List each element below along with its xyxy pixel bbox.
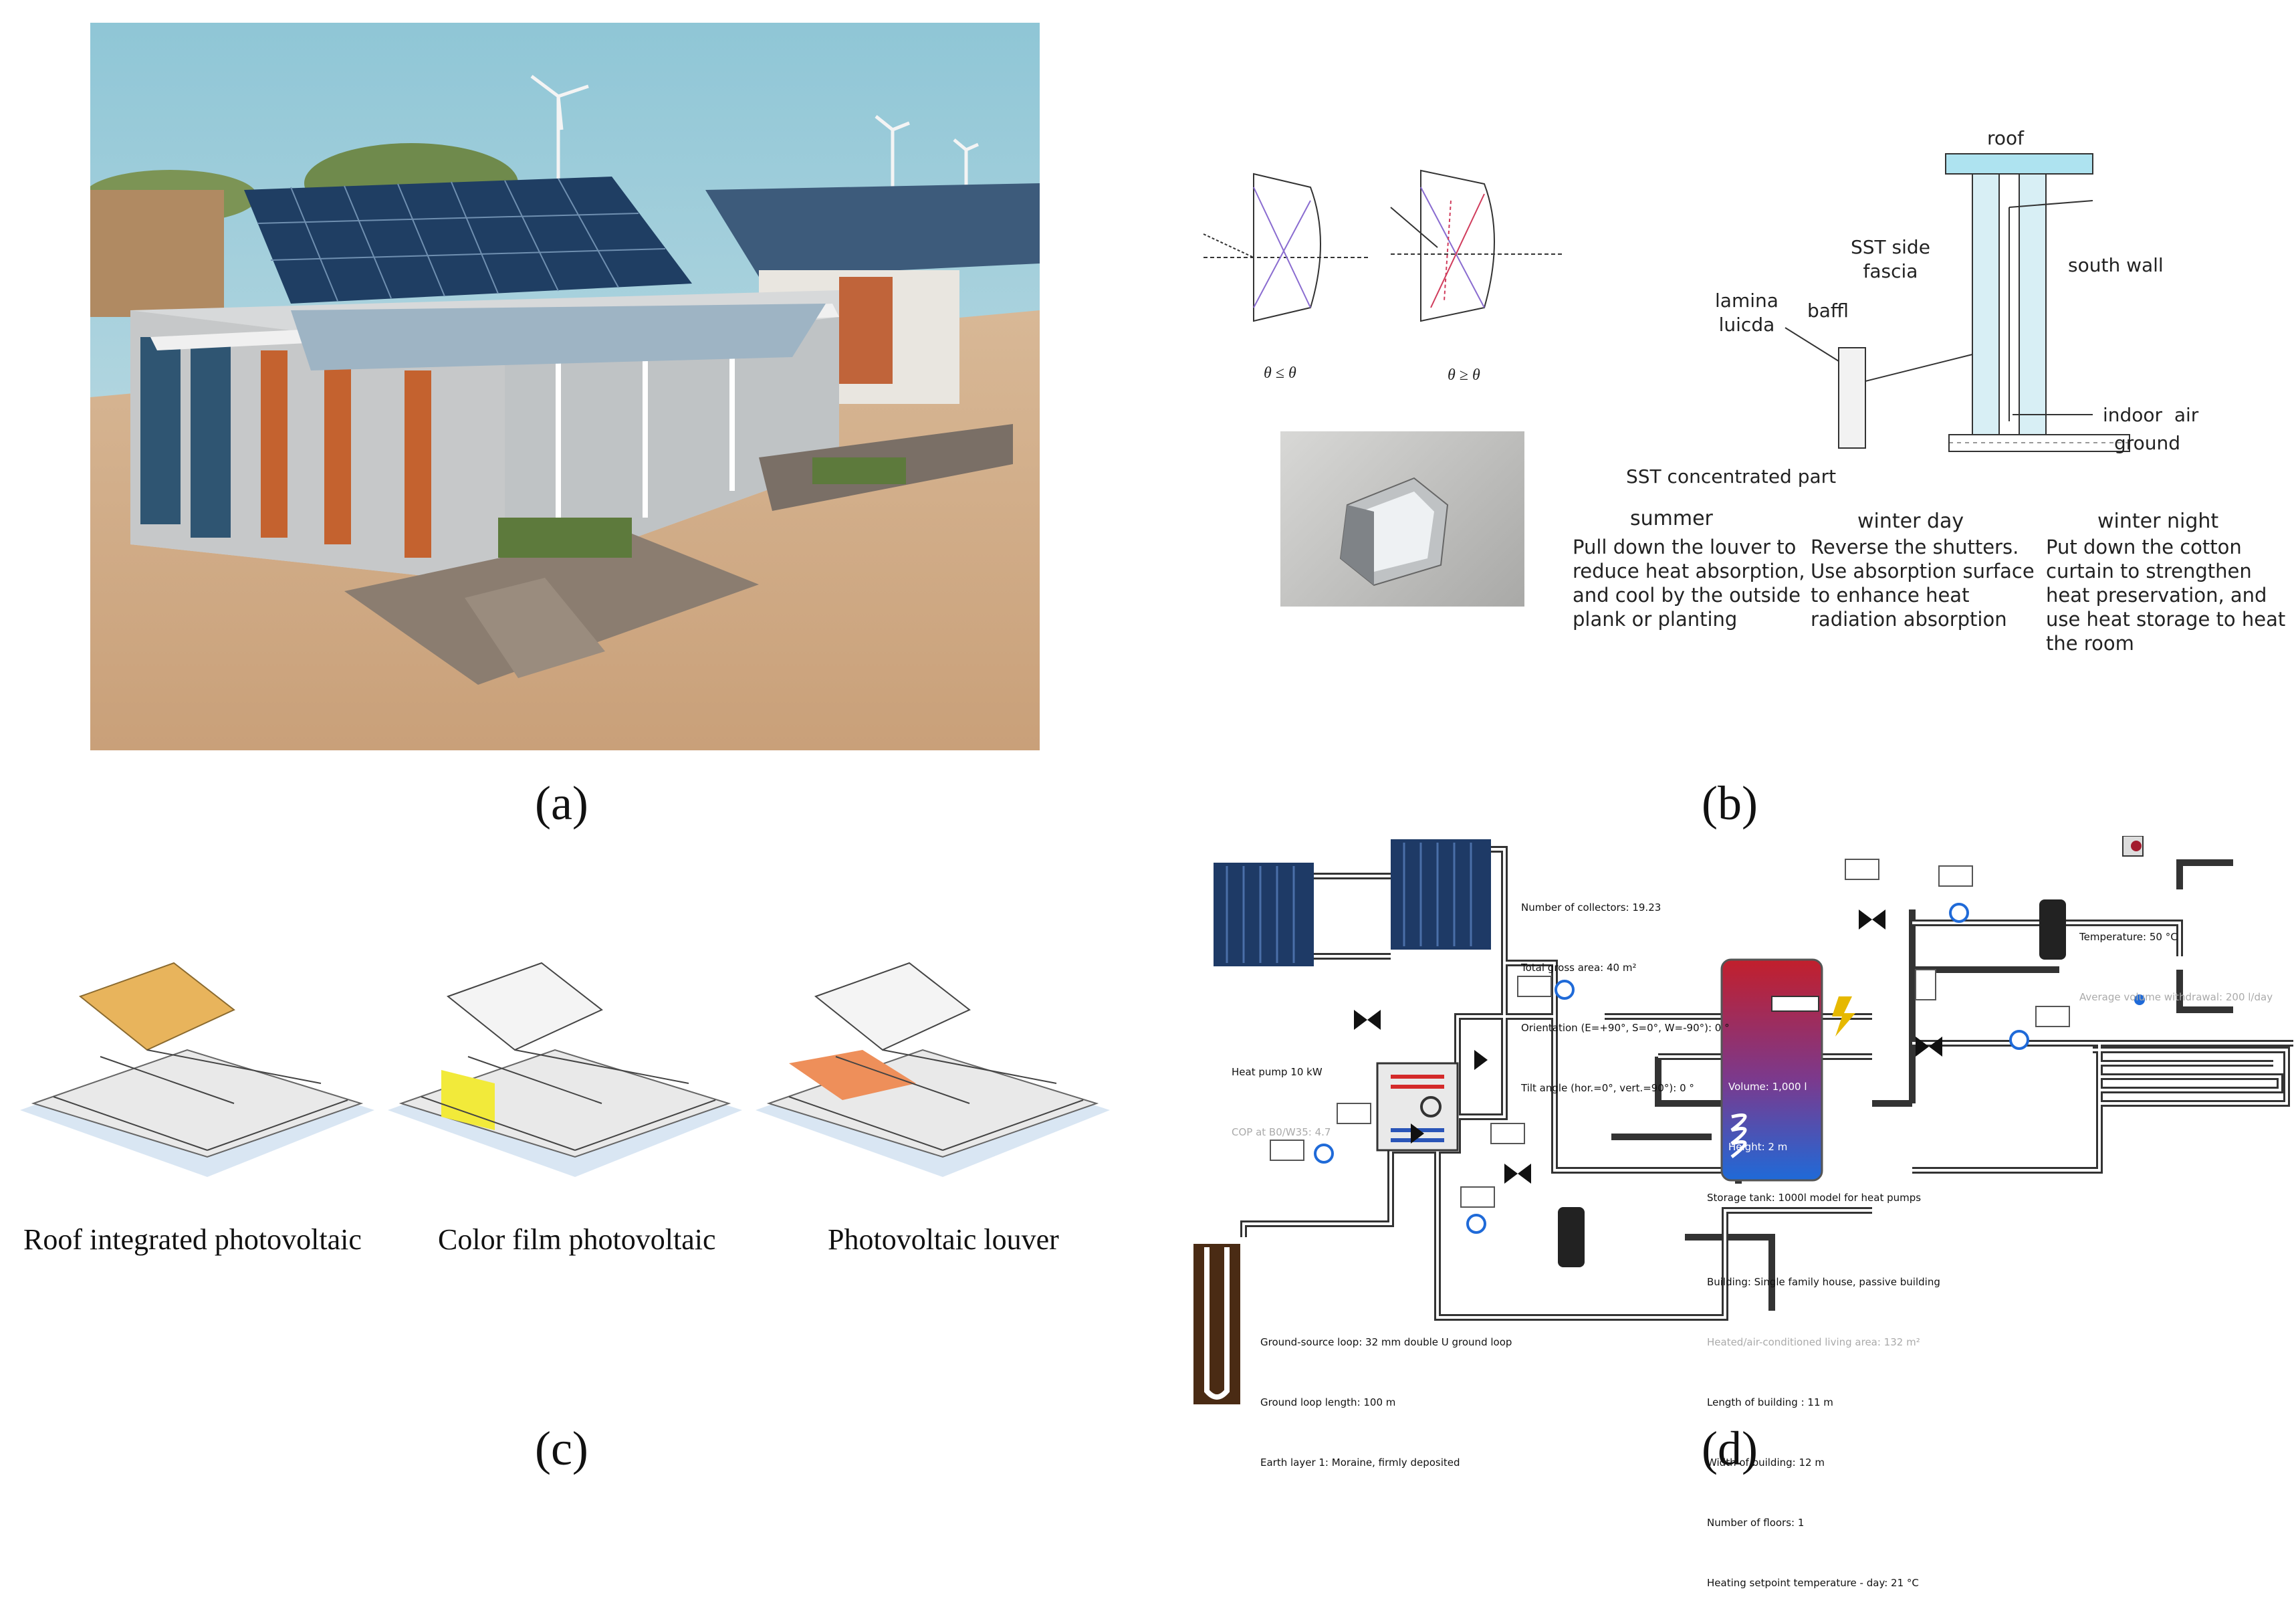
pv-variants-illustration	[20, 962, 1110, 1177]
ground-loop-length: Ground loop length: 100 m	[1260, 1396, 1396, 1408]
heat-pump-info: Heat pump 10 kW COP at B0/W35: 4.7	[1232, 1022, 1331, 1162]
angle-label-2: θ ≥ θ	[1448, 366, 1480, 384]
angle-label-1: θ ≤ θ	[1264, 364, 1296, 382]
panel-a-label: (a)	[535, 776, 588, 830]
caption-roof-integrated-pv: Roof integrated photovoltaic	[23, 1223, 362, 1256]
building-type: Building: Single family house, passive b…	[1707, 1276, 1940, 1288]
building-width: Width of building: 12 m	[1707, 1457, 1825, 1469]
label-south-wall: south wall	[2068, 254, 2164, 276]
mode-winter-day-title: winter day	[1857, 510, 1964, 533]
mode-summer-title: summer	[1630, 507, 1713, 530]
mode-winter-day-text: Reverse the shutters. Use absorption sur…	[1811, 536, 2035, 631]
collectors-tilt: Tilt angle (hor.=0°, vert.=90°): 0 °	[1521, 1082, 1694, 1094]
house-pv-louver	[756, 962, 1110, 1177]
ground-loop-info: Ground-source loop: 32 mm double U groun…	[1260, 1292, 1512, 1493]
collectors-orientation: Orientation (E=+90°, S=0°, W=-90°): 0 °	[1521, 1022, 1730, 1034]
caption-color-film-pv: Color film photovoltaic	[438, 1223, 716, 1256]
tank-caption: Storage tank: 1000l model for heat pumps	[1707, 1192, 1922, 1204]
label-ground: ground	[2114, 432, 2181, 454]
solar-house-photo	[90, 23, 1040, 750]
louver-prototype-photo	[1280, 431, 1524, 607]
label-indoor-air: indoor air	[2103, 404, 2199, 426]
mode-winter-night-title: winter night	[2097, 510, 2219, 533]
mode-summer-text: Pull down the louver to reduce heat abso…	[1573, 536, 1805, 631]
panel-d-label: (d)	[1702, 1422, 1758, 1475]
label-sst-side-fascia: SST side fascia	[1851, 236, 1930, 282]
panel-c-label: (c)	[535, 1422, 588, 1475]
tank-height: Height: 2 m	[1728, 1141, 1788, 1153]
ground-loop-type: Ground-source loop: 32 mm double U groun…	[1260, 1336, 1512, 1348]
tank-info: Volume: 1,000 l Height: 2 m	[1728, 1037, 1807, 1177]
aluminum-part-illustration	[1339, 477, 1449, 586]
label-roof: roof	[1987, 127, 2025, 149]
label-baffl: baffl	[1807, 300, 1849, 322]
panel-b-label: (b)	[1702, 776, 1758, 830]
heat-pump-system-schematic	[1193, 836, 2293, 1404]
building-length: Length of building : 11 m	[1707, 1396, 1833, 1408]
house-color-film-pv	[388, 962, 742, 1177]
label-lamina-luicda: lamina luicda	[1715, 290, 1778, 336]
dhw-withdrawal: Average volume withdrawal: 200 l/day	[2079, 991, 2273, 1003]
heat-pump-cop: COP at B0/W35: 4.7	[1232, 1126, 1331, 1138]
building-floors: Number of floors: 1	[1707, 1517, 1805, 1529]
collectors-area: Total gross area: 40 m²	[1521, 962, 1637, 974]
building-area: Heated/air-conditioned living area: 132 …	[1707, 1336, 1920, 1348]
louver-optics-diagram	[1203, 169, 1565, 322]
collectors-info: Number of collectors: 19.23 Total gross …	[1521, 857, 1730, 1118]
mode-winter-night-text: Put down the cotton curtain to strengthe…	[2046, 536, 2286, 655]
tank-volume: Volume: 1,000 l	[1728, 1081, 1807, 1093]
heat-pump-power: Heat pump 10 kW	[1232, 1066, 1323, 1078]
collectors-count: Number of collectors: 19.23	[1521, 901, 1661, 913]
dhw-temperature: Temperature: 50 °C	[2079, 931, 2178, 943]
sst-wall-section-diagram	[1785, 153, 2130, 452]
label-sst-concentrated-part: SST concentrated part	[1626, 465, 1837, 488]
solar-house-illustration	[90, 23, 1040, 750]
earth-layer: Earth layer 1: Moraine, firmly deposited	[1260, 1457, 1460, 1469]
heating-setpoint: Heating setpoint temperature - day: 21 °…	[1707, 1577, 1919, 1589]
dhw-info: Temperature: 50 °C Average volume withdr…	[2079, 887, 2273, 1027]
caption-pv-louver: Photovoltaic louver	[828, 1223, 1059, 1256]
house-roof-integrated-pv	[20, 962, 374, 1177]
